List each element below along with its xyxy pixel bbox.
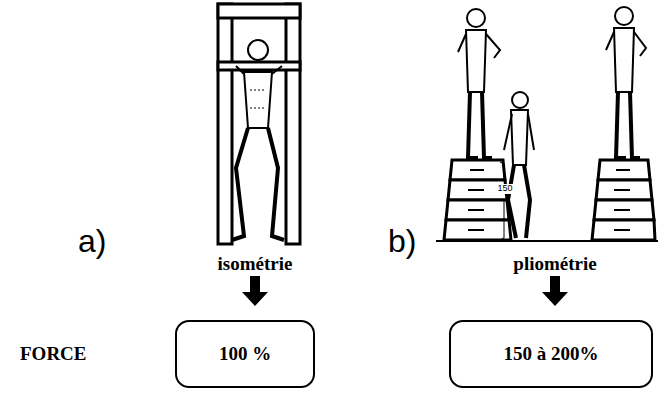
part-letter: a): [78, 224, 106, 259]
row-label: FORCE: [20, 344, 87, 365]
part-letter: b): [388, 224, 416, 259]
squatting-athlete: [232, 40, 284, 240]
box-text: 150 à 200%: [504, 343, 599, 365]
height-bracket: [500, 162, 504, 240]
box-text: 100 %: [219, 343, 271, 365]
squat-rack: [218, 4, 300, 244]
dimension: 150: [496, 184, 513, 194]
result-box: 100 %: [175, 320, 315, 388]
jumping-athletes: [458, 7, 646, 238]
down-arrows: [242, 276, 568, 306]
method-label: isométrie: [218, 254, 293, 275]
plyo-boxes: [436, 160, 658, 241]
method-label: pliométrie: [513, 254, 596, 275]
result-box: 150 à 200%: [449, 320, 653, 388]
